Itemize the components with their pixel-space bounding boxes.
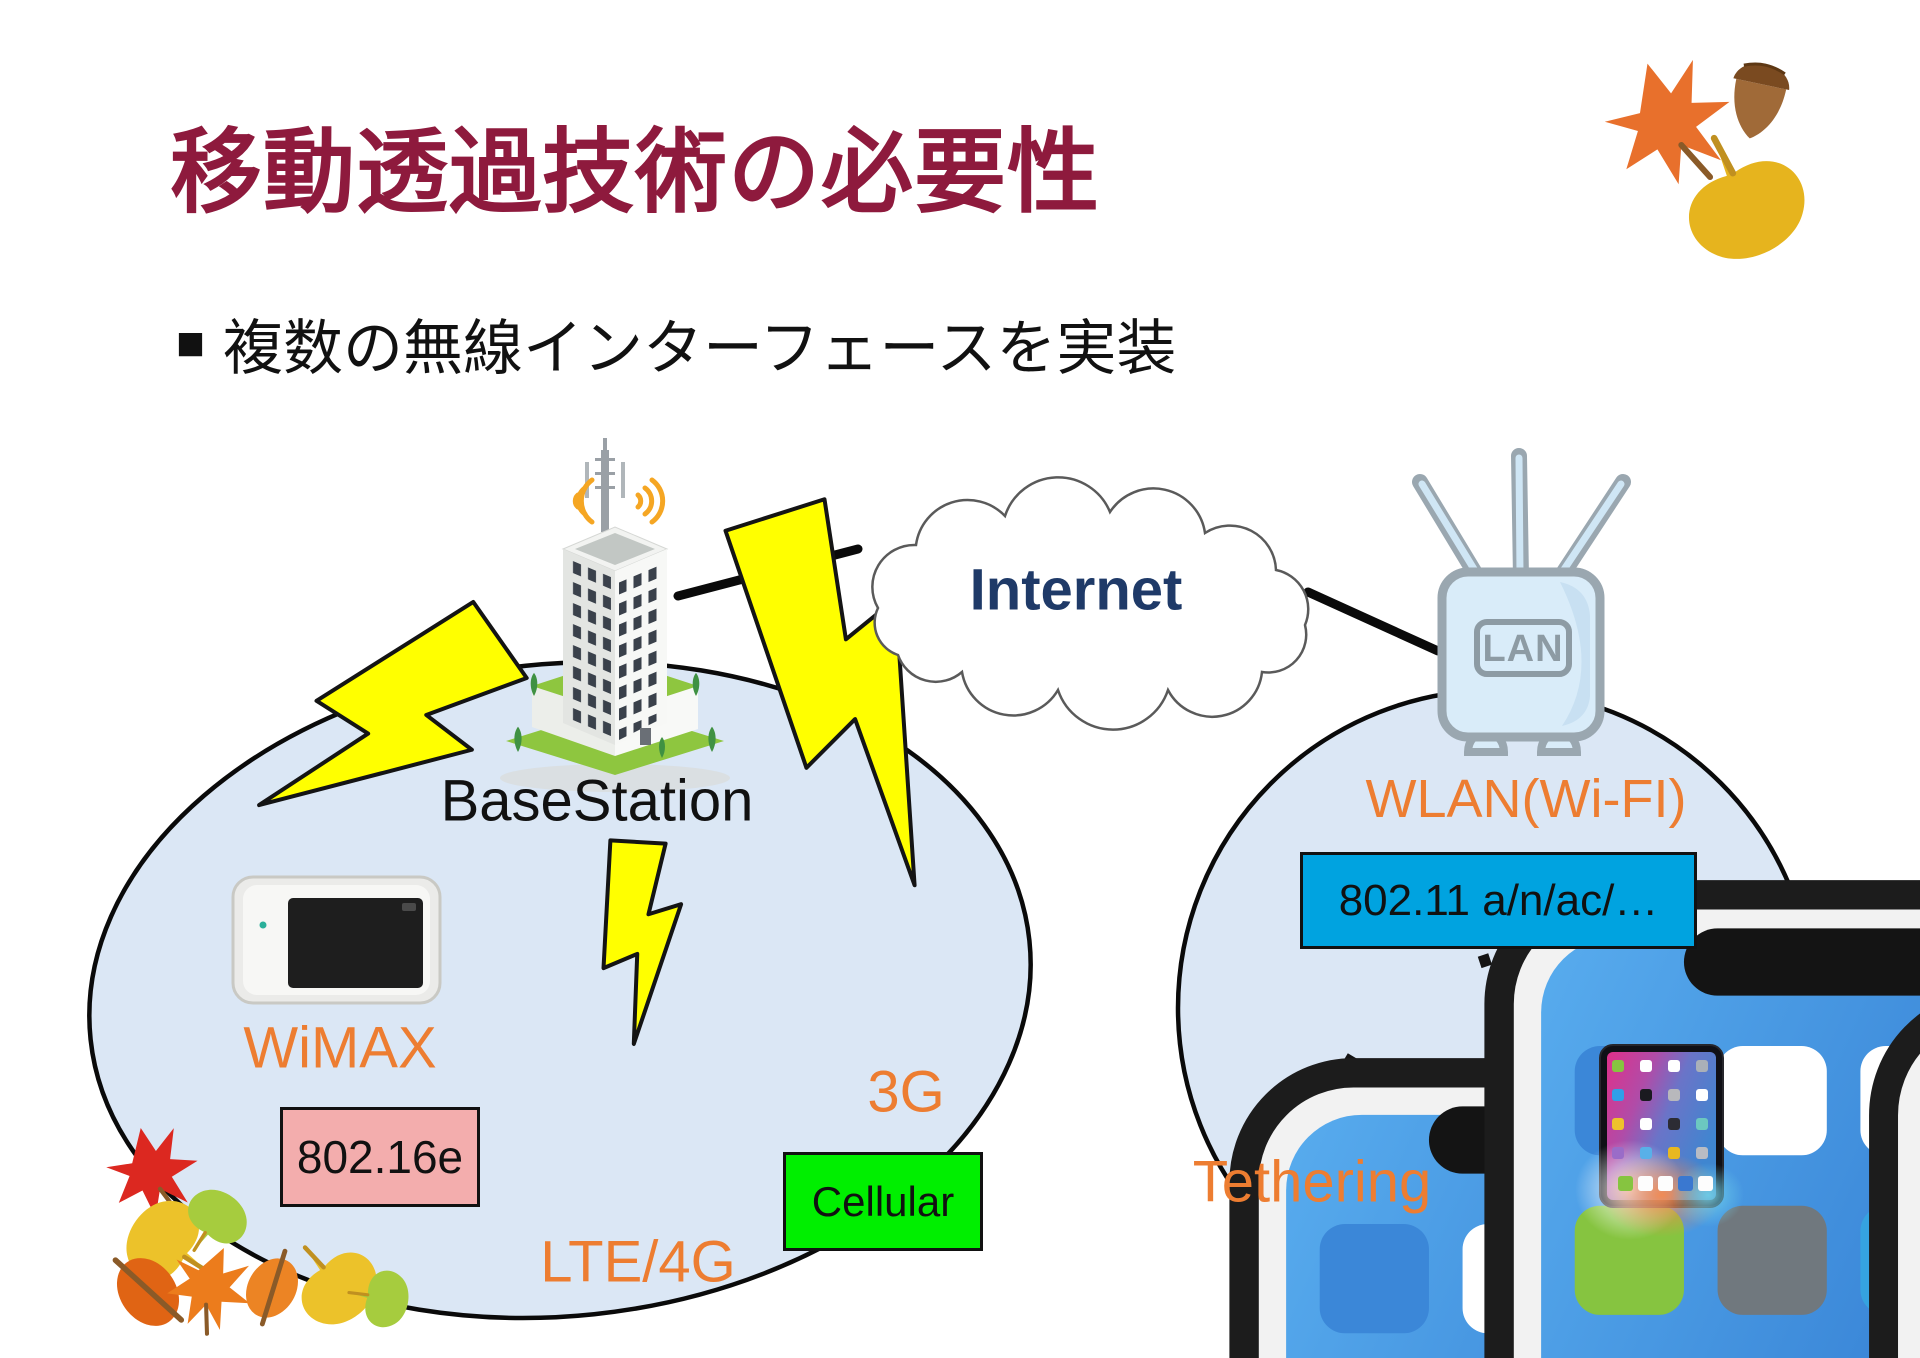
page-title: 移動透過技術の必要性: [170, 122, 1101, 224]
bullet-text: 複数の無線インターフェースを実装: [223, 315, 1177, 382]
wimax-standard-box: 802.16e: [280, 1107, 480, 1207]
link-internet-router: [1303, 587, 1443, 656]
bullet-marker: ■: [176, 316, 205, 370]
wimax-label: WiMAX: [243, 1015, 437, 1081]
smartphone-icon: [1881, 1003, 1920, 1358]
router-lan-badge: LAN: [1482, 628, 1563, 670]
lightning-bolt-group: [235, 475, 1020, 1047]
lightning-bolt-icon: [689, 475, 1020, 904]
internet-cloud: [871, 476, 1310, 731]
wifi-router-icon: LAN: [1412, 448, 1631, 756]
bullet-line: ■ 複数の無線インターフェースを実装: [176, 300, 1176, 387]
internet-label: Internet: [969, 557, 1183, 623]
cellular-text: Cellular: [811, 1177, 955, 1225]
lte-4g-label: LTE/4G: [540, 1229, 736, 1295]
wlan-label: WLAN(Wi-FI): [1365, 769, 1687, 829]
autumn-decoration-top-right: [1591, 42, 1821, 277]
tablet-icon: [1575, 1044, 1744, 1240]
acorn-icon: [1720, 56, 1795, 146]
wimax-standard-text: 802.16e: [296, 1131, 464, 1183]
base-station-building-icon: [500, 438, 730, 792]
lightning-bolt-icon: [588, 833, 697, 1047]
tethering-label: Tethering: [1192, 1149, 1432, 1215]
3g-label: 3G: [867, 1059, 945, 1125]
wifi-standard-text: 802.11 a/n/ac/…: [1338, 875, 1659, 925]
wifi-standard-box: 802.11 a/n/ac/…: [1300, 852, 1697, 949]
mobile-wifi-router-icon: [231, 875, 442, 1005]
basestation-label: BaseStation: [440, 768, 754, 834]
radio-wave-icon: [572, 477, 666, 525]
cellular-box: Cellular: [783, 1152, 983, 1251]
lightning-bolt-icon: [235, 575, 547, 883]
